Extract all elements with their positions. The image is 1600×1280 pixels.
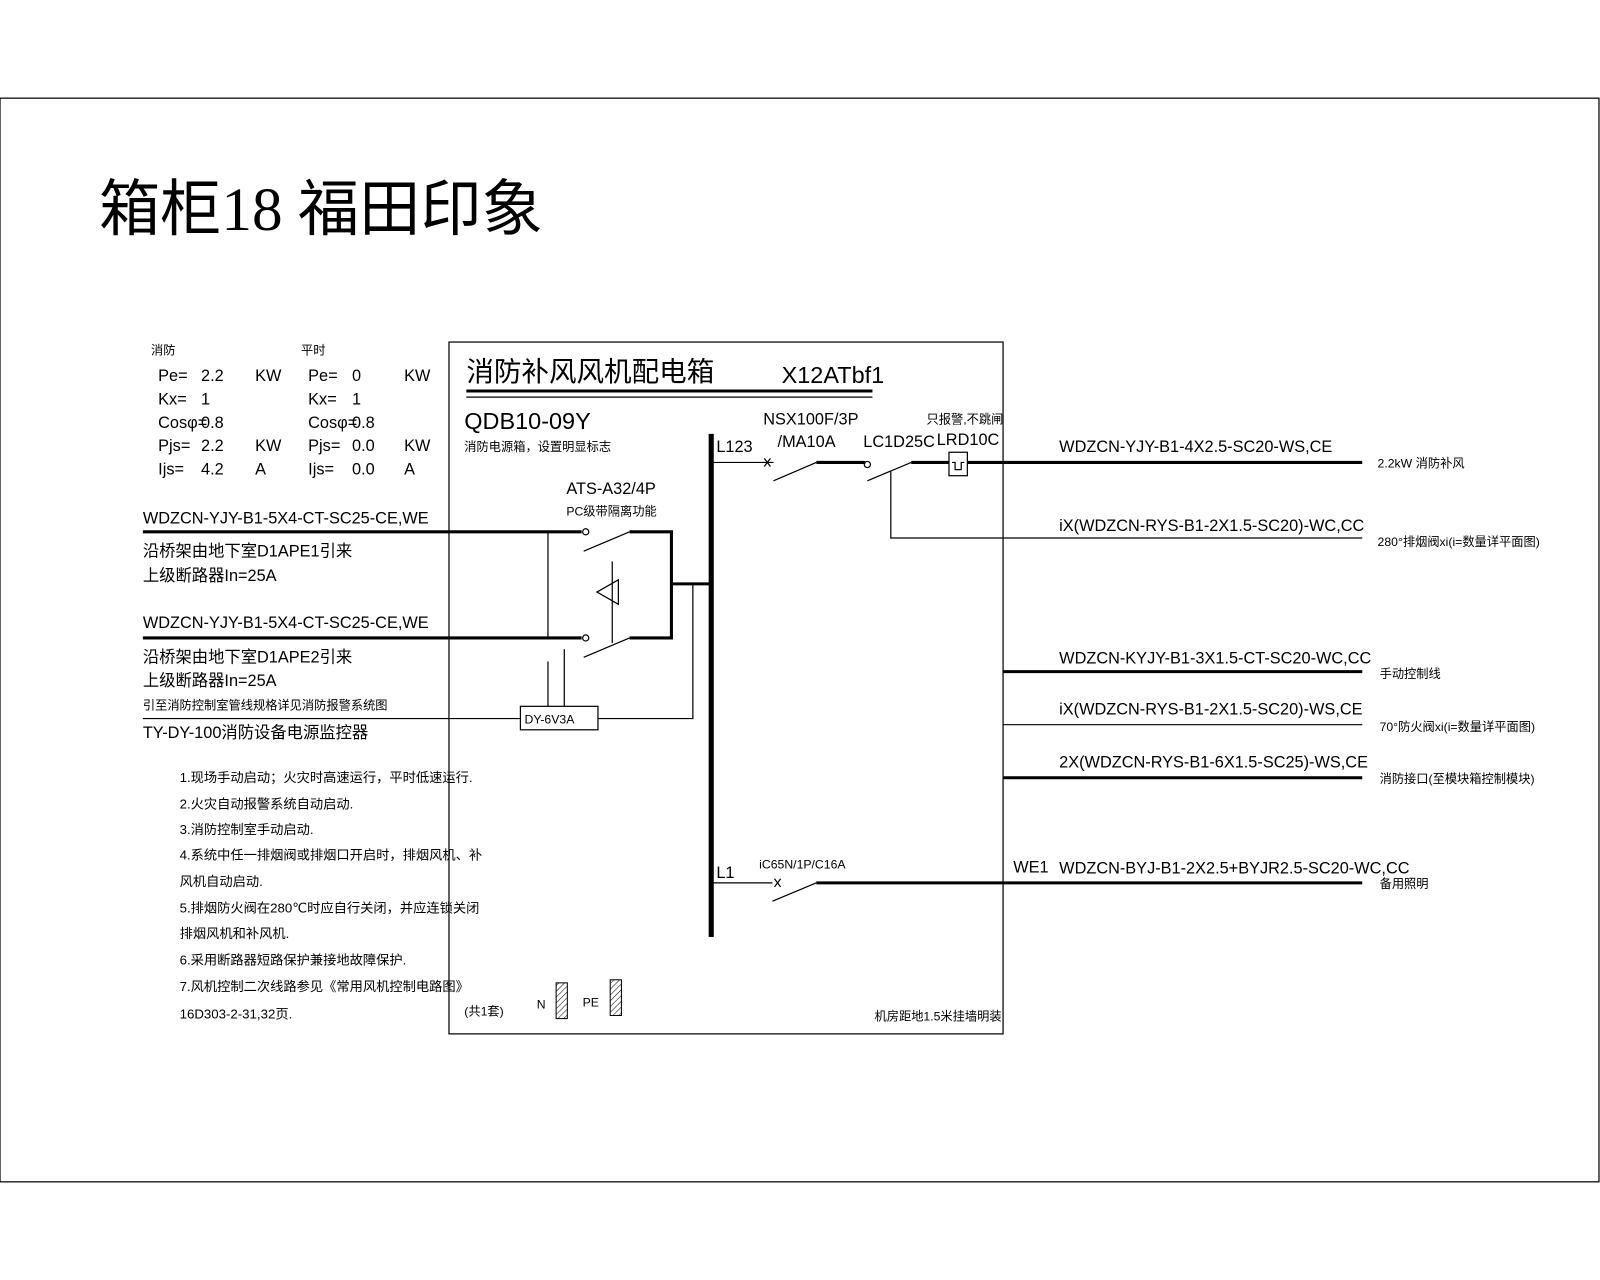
note-line: 5.排烟防火阀在280℃时应自行关闭，并应连锁关闭 (180, 899, 480, 915)
note-line: 4.系统中任一排烟阀或排烟口开启时，排烟风机、补 (180, 847, 483, 862)
thermal-relay-icon (948, 451, 968, 477)
breaker-rating: /MA10A (778, 433, 836, 451)
main-cable: WDZCN-YJY-B1-4X2.5-SC20-WS,CE (1059, 438, 1332, 456)
param-label: Pe= (158, 367, 187, 385)
panel-qty: (共1套) (464, 1005, 503, 1019)
param-label: Pe= (308, 367, 337, 385)
pe-label: PE (583, 995, 599, 1009)
main-circuit: NSX100F/3P /MA10A LC1D25C 只报警,不跳闸 LRD10C… (711, 411, 1540, 549)
relay-note: 只报警,不跳闸 (927, 412, 1004, 427)
ats-note: PC级带隔离功能 (566, 504, 656, 519)
param-value: 0.0 (352, 437, 375, 455)
incoming-1-cable: WDZCN-YJY-B1-5X4-CT-SC25-CE,WE (143, 510, 429, 528)
relay-model: LRD10C (937, 431, 1000, 449)
param-label: Cosφ= (308, 414, 357, 432)
load-table: 消防 平时 Pe= 2.2 KW Kx= 1 Cosφ= 0.8 Pjs= 2.… (151, 342, 431, 478)
lighting-breaker: iC65N/1P/C16A (759, 858, 846, 872)
param-unit: KW (404, 367, 431, 385)
panel-model-note: 消防电源箱，设置明显标志 (464, 439, 611, 454)
contactor-model: LC1D25C (863, 433, 935, 451)
main-load: 2.2kW 消防补风 (1378, 456, 1465, 471)
note-line: 风机自动启动. (180, 874, 263, 889)
interlock-triangle-icon (595, 578, 619, 606)
param-value: 0.0 (352, 461, 375, 479)
param-label: Pjs= (308, 437, 340, 455)
panel-code: X12ATbf1 (782, 362, 885, 388)
param-value: 1 (201, 390, 210, 408)
param-unit: A (255, 461, 266, 479)
incoming-2-upstream: 上级断路器In=25A (143, 672, 277, 690)
phase-label-l1: L1 (716, 864, 734, 882)
param-label: Pjs= (158, 437, 190, 455)
n-terminal-icon (555, 982, 568, 1020)
monitor-module-label: DY-6V3A (524, 713, 575, 727)
param-value: 2.2 (201, 367, 224, 385)
ats-switch: ATS-A32/4P PC级带隔离功能 DY-6V3A (519, 480, 712, 731)
install-note: 机房距地1.5米挂墙明装 (874, 1009, 1001, 1024)
pe-terminal-icon (609, 979, 622, 1017)
notes: 1.现场手动启动；火灾时高速运行，平时低速运行. 2.火灾自动报警系统自动启动.… (180, 769, 483, 1022)
note-line: 2.火灾自动报警系统自动启动. (180, 795, 354, 811)
lighting-id: WE1 (1013, 859, 1048, 877)
note-line: 3.消防控制室手动启动. (180, 821, 314, 837)
control-load: 消防接口(至模块箱控制模块) (1380, 771, 1535, 786)
drawing-title: 箱柜18 福田印象 (99, 176, 543, 244)
param-label: Cosφ= (158, 414, 207, 432)
lighting-load: 备用照明 (1380, 877, 1429, 891)
fire-heading: 消防 (151, 342, 175, 357)
panel-model: QDB10-09Y (464, 408, 591, 434)
phase-label-l123: L123 (716, 438, 752, 456)
control-cable: iX(WDZCN-RYS-B1-2X1.5-SC20)-WS,CE (1059, 700, 1362, 718)
incoming-2-source: 沿桥架由地下室D1APE2引来 (143, 648, 352, 666)
param-value: 0.8 (201, 414, 224, 432)
lighting-circuit: L1 iC65N/1P/C16A WE1 WDZCN-BYJ-B1-2X2.5+… (711, 858, 1429, 902)
n-label: N (537, 997, 546, 1011)
note-line: 16D303-2-31,32页. (180, 1007, 293, 1022)
control-load: 手动控制线 (1380, 667, 1441, 681)
control-circuits: WDZCN-KYJY-B1-3X1.5-CT-SC20-WC,CC 手动控制线 … (1003, 649, 1535, 786)
param-unit: KW (255, 437, 282, 455)
monitor-note: 引至消防控制室管线规格详见消防报警系统图 (143, 697, 388, 712)
param-label: Kx= (308, 390, 337, 408)
normal-heading: 平时 (301, 343, 325, 357)
param-unit: KW (404, 437, 431, 455)
breaker-model: NSX100F/3P (763, 411, 858, 429)
note-line: 6.采用断路器短路保护兼接地故障保护. (180, 951, 407, 967)
signal-load: 280°排烟阀xi(i=数量详平面图) (1378, 534, 1540, 549)
incoming-1-upstream: 上级断路器In=25A (143, 567, 277, 585)
param-label: Ijs= (158, 461, 184, 479)
param-value: 4.2 (201, 461, 224, 479)
param-unit: A (404, 461, 415, 479)
note-line: 排烟风机和补风机. (180, 926, 290, 941)
incoming-2-cable: WDZCN-YJY-B1-5X4-CT-SC25-CE,WE (143, 614, 429, 632)
breaker-x-icon (763, 458, 771, 467)
control-cable: 2X(WDZCN-RYS-B1-6X1.5-SC25)-WS,CE (1059, 754, 1368, 772)
param-unit: KW (255, 367, 282, 385)
ats-model: ATS-A32/4P (566, 480, 656, 498)
control-load: 70°防火阀xi(i=数量详平面图) (1380, 719, 1535, 734)
note-line: 1.现场手动启动；火灾时高速运行，平时低速运行. (180, 769, 473, 786)
param-value: 1 (352, 390, 361, 408)
drawing-frame (0, 97, 1600, 1183)
monitor-device: TY-DY-100消防设备电源监控器 (143, 724, 368, 742)
control-cable: WDZCN-KYJY-B1-3X1.5-CT-SC20-WC,CC (1059, 649, 1371, 667)
param-value: 2.2 (201, 437, 224, 455)
incoming-feeders: WDZCN-YJY-B1-5X4-CT-SC25-CE,WE 沿桥架由地下室D1… (142, 510, 582, 742)
param-value: 0.8 (352, 414, 375, 432)
breaker-x-icon (774, 878, 782, 888)
signal-cable: iX(WDZCN-RYS-B1-2X1.5-SC20)-WC,CC (1059, 517, 1364, 535)
param-value: 0 (352, 367, 361, 385)
panel-name: 消防补风风机配电箱 (466, 356, 714, 387)
param-label: Ijs= (308, 461, 334, 479)
param-label: Kx= (158, 390, 187, 408)
note-line: 7.风机控制二次线路参见《常用风机控制电路图》 (180, 978, 469, 994)
lighting-cable: WDZCN-BYJ-B1-2X2.5+BYJR2.5-SC20-WC,CC (1059, 860, 1410, 878)
incoming-1-source: 沿桥架由地下室D1APE1引来 (143, 542, 352, 560)
panel-box (448, 341, 1004, 1035)
